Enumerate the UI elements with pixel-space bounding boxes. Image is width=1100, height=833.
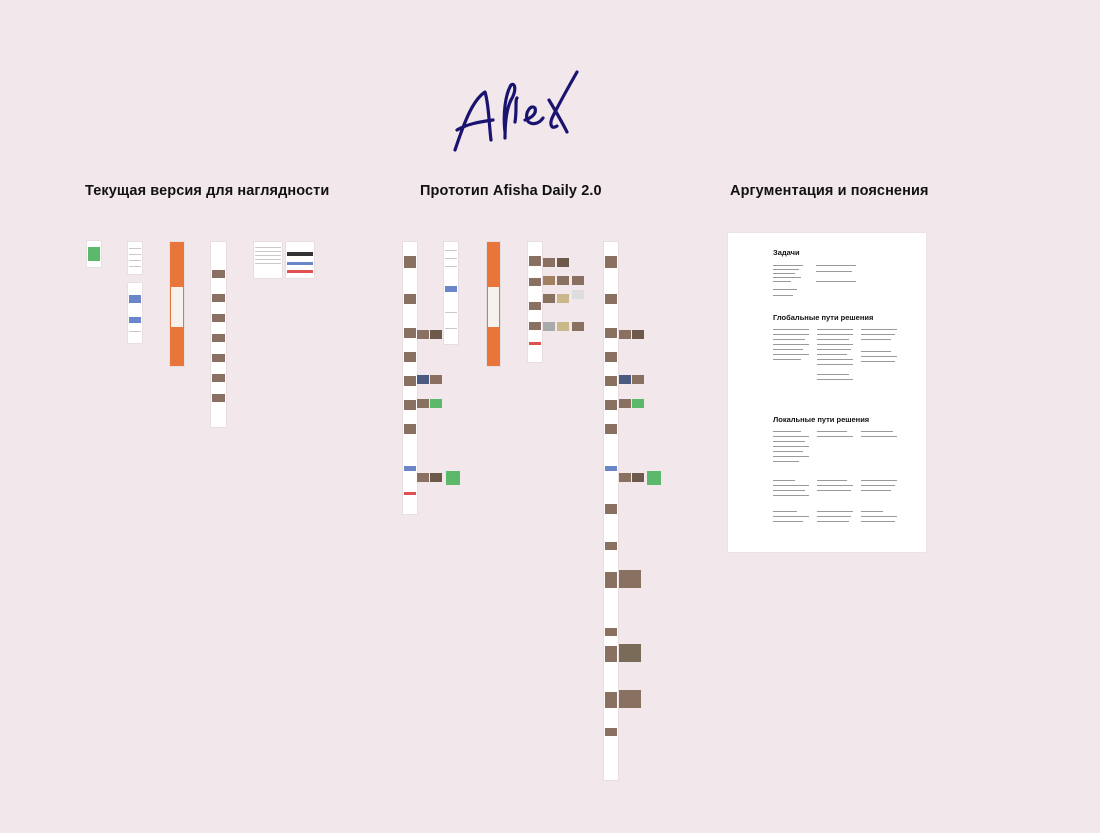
screen-frame[interactable] bbox=[528, 242, 542, 362]
screen-frame[interactable] bbox=[170, 242, 184, 366]
arguments-document[interactable]: Задачи Глобальные пути решения Локальные… bbox=[728, 233, 926, 552]
thumbnail bbox=[619, 690, 641, 708]
screen-frame[interactable] bbox=[211, 242, 226, 427]
screen-frame[interactable] bbox=[286, 242, 314, 278]
thumbnail bbox=[572, 322, 584, 331]
thumbnail bbox=[619, 375, 631, 384]
thumbnail bbox=[446, 471, 460, 485]
screen-frame[interactable] bbox=[128, 283, 142, 343]
thumbnail bbox=[430, 330, 442, 339]
doc-section-tasks: Задачи bbox=[773, 248, 800, 257]
screen-frame[interactable] bbox=[444, 242, 458, 344]
thumbnail bbox=[430, 375, 442, 384]
thumbnail bbox=[543, 294, 555, 303]
thumbnail bbox=[619, 570, 641, 588]
thumbnail bbox=[647, 471, 661, 485]
doc-section-local: Локальные пути решения bbox=[773, 415, 870, 424]
thumbnail bbox=[543, 276, 555, 285]
screen-frame[interactable] bbox=[604, 242, 618, 780]
thumbnail bbox=[619, 330, 631, 339]
thumbnail bbox=[557, 322, 569, 331]
thumbnail bbox=[557, 276, 569, 285]
thumbnail bbox=[417, 330, 429, 339]
thumbnail bbox=[557, 294, 569, 303]
column-title-prototype: Прототип Afisha Daily 2.0 bbox=[420, 183, 602, 199]
screen-frame[interactable] bbox=[87, 241, 101, 267]
screen-frame[interactable] bbox=[128, 242, 142, 274]
signature-icon bbox=[453, 70, 579, 152]
screen-frame[interactable] bbox=[254, 242, 282, 278]
thumbnail bbox=[572, 276, 584, 285]
screen-frame[interactable] bbox=[487, 242, 500, 366]
thumbnail bbox=[632, 375, 644, 384]
doc-section-global: Глобальные пути решения bbox=[773, 313, 874, 322]
thumbnail bbox=[543, 258, 555, 267]
thumbnail bbox=[430, 473, 442, 482]
thumbnail bbox=[632, 473, 644, 482]
thumbnail bbox=[572, 290, 584, 299]
thumbnail bbox=[543, 322, 555, 331]
thumbnail bbox=[632, 330, 644, 339]
screen-frame[interactable] bbox=[403, 242, 417, 514]
thumbnail bbox=[417, 375, 429, 384]
column-title-current: Текущая версия для наглядности bbox=[85, 183, 330, 199]
thumbnail bbox=[430, 399, 442, 408]
thumbnail bbox=[619, 399, 631, 408]
column-title-arguments: Аргументация и пояснения bbox=[730, 183, 929, 199]
thumbnail bbox=[632, 399, 644, 408]
thumbnail bbox=[619, 473, 631, 482]
thumbnail bbox=[417, 399, 429, 408]
thumbnail bbox=[619, 644, 641, 662]
thumbnail bbox=[417, 473, 429, 482]
thumbnail bbox=[557, 258, 569, 267]
